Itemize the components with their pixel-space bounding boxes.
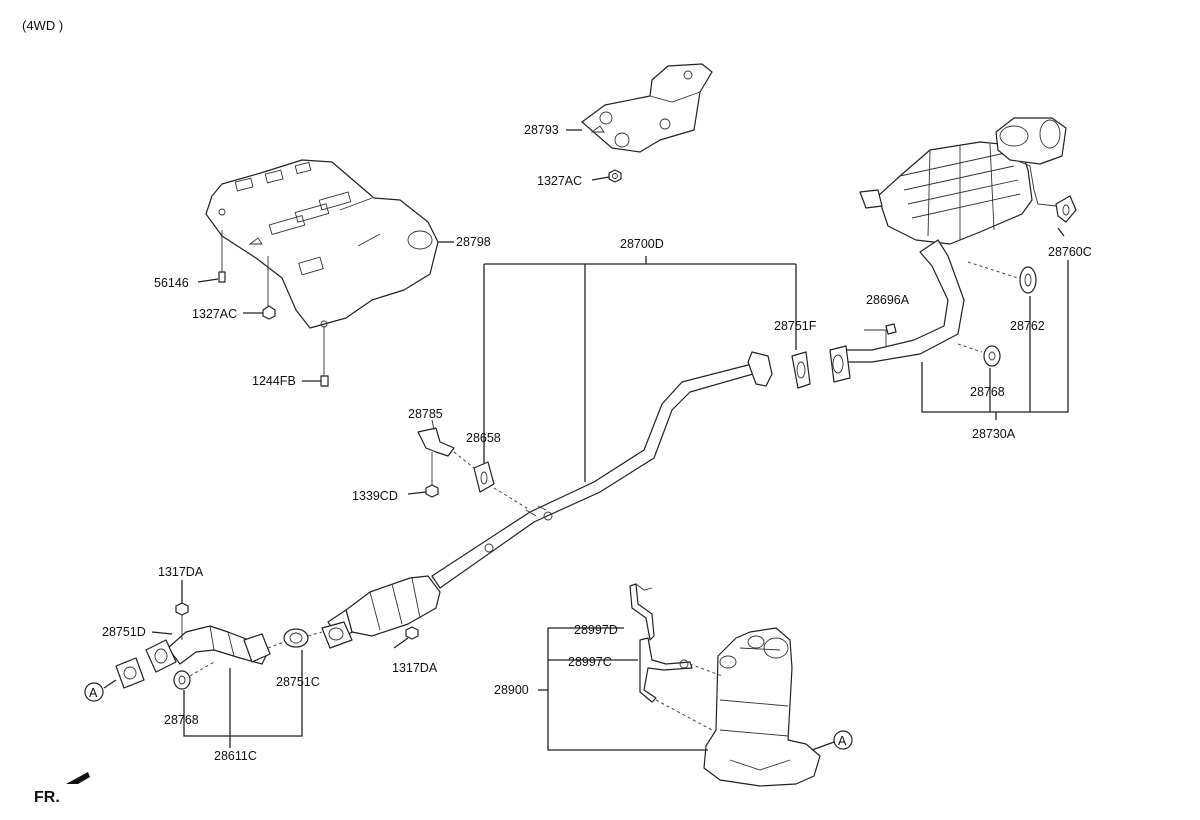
label-28730a: 28730A [972,427,1016,441]
label-28900: 28900 [494,683,529,697]
callout-a-right-label: A [838,734,847,748]
callout-a-left-label: A [89,686,98,700]
label-1317da-right: 1317DA [392,661,438,675]
hanger-28760c[interactable] [1019,161,1077,223]
gasket-28751c[interactable] [283,628,309,648]
label-1327ac-top: 1327AC [537,174,582,188]
catalyst-assembly[interactable] [703,627,821,787]
label-1327ac-left: 1327AC [192,307,237,321]
label-28997d: 28997D [574,623,618,637]
front-arrow-icon [66,772,90,784]
flange-gasket-center[interactable] [321,621,353,649]
label-28751c: 28751C [276,675,320,689]
label-28751f: 28751F [774,319,817,333]
oxygen-sensor-28997c[interactable] [639,637,693,703]
rear-muffler[interactable] [859,117,1067,245]
oxygen-sensor-28997d[interactable] [629,583,655,641]
label-1244fb: 1244FB [252,374,296,388]
front-pipe[interactable] [145,625,271,673]
label-28700d: 28700D [620,237,664,251]
label-56146: 56146 [154,276,189,290]
label-28696a: 28696A [866,293,910,307]
center-pipe[interactable] [431,351,773,589]
rubber-hanger-28658[interactable] [473,461,495,493]
label-28658: 28658 [466,431,501,445]
gasket-28751d[interactable] [115,657,145,689]
heat-shield-center[interactable] [205,159,439,329]
nut-1327ac-left[interactable] [262,256,276,320]
callout-a-right: A [811,730,853,751]
label-28768-right: 28768 [970,385,1005,399]
nut-1327ac-top[interactable] [608,169,622,183]
front-direction-indicator: FR. [34,772,90,806]
label-1339cd: 1339CD [352,489,398,503]
shield-arrow-icon [590,125,605,133]
label-28762: 28762 [1010,319,1045,333]
label-28611c: 28611C [214,749,257,763]
variant-label: (4WD ) [22,18,63,33]
label-28751d: 28751D [102,625,146,639]
bolt-28696a[interactable] [864,323,897,346]
bolt-1244fb[interactable] [320,326,329,387]
nut-1317da-right[interactable] [405,626,419,640]
bolt-56146[interactable] [218,230,226,283]
label-28760c: 28760C [1048,245,1092,259]
hanger-bracket-28785[interactable] [417,419,455,457]
muffler-inlet-pipe[interactable] [829,239,965,383]
nut-1339cd[interactable] [425,452,439,498]
label-1317da-left: 1317DA [158,565,204,579]
label-28997c: 28997C [568,655,612,669]
front-label: FR. [34,789,60,806]
hanger-28768-right[interactable] [957,343,1001,367]
label-28768-left: 28768 [164,713,199,727]
label-28793: 28793 [524,123,559,137]
heat-shield-rear[interactable] [581,63,713,153]
gasket-28751f[interactable] [791,351,811,389]
callout-a-left: A [84,682,104,702]
hanger-28768-left[interactable] [173,661,215,690]
label-28785: 28785 [408,407,443,421]
label-28798: 28798 [456,235,491,249]
shield-arrow-icon [248,237,263,245]
hanger-28762[interactable] [967,261,1037,294]
